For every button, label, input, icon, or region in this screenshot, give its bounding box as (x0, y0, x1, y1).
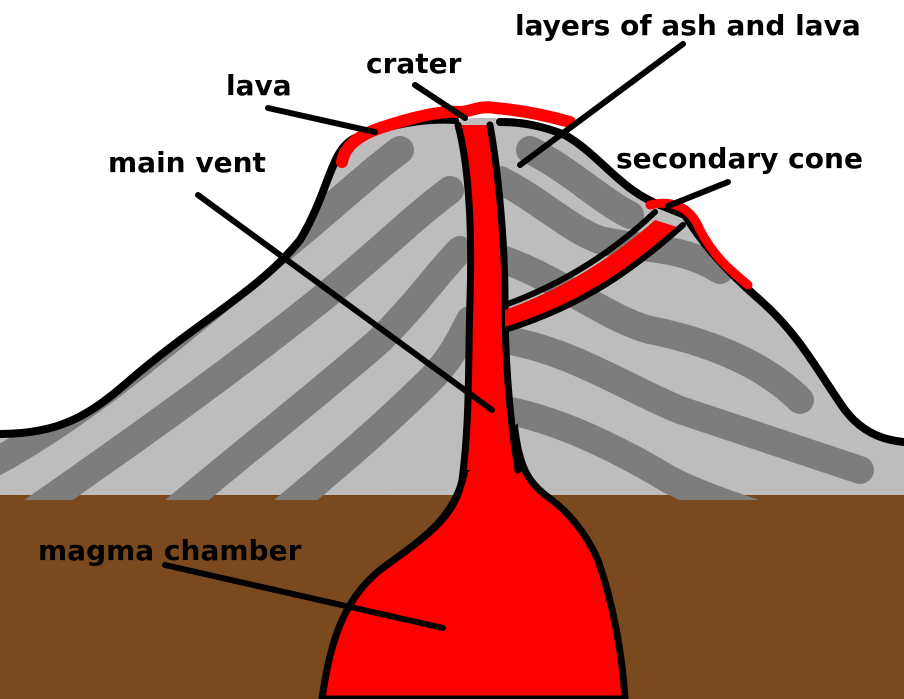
label-main-vent: main vent (108, 146, 266, 179)
label-magma-chamber: magma chamber (38, 534, 302, 567)
label-lava: lava (226, 69, 292, 102)
label-secondary-cone: secondary cone (616, 142, 863, 175)
label-layers-of-ash-and-lava: layers of ash and lava (515, 9, 861, 42)
label-crater: crater (366, 47, 462, 80)
